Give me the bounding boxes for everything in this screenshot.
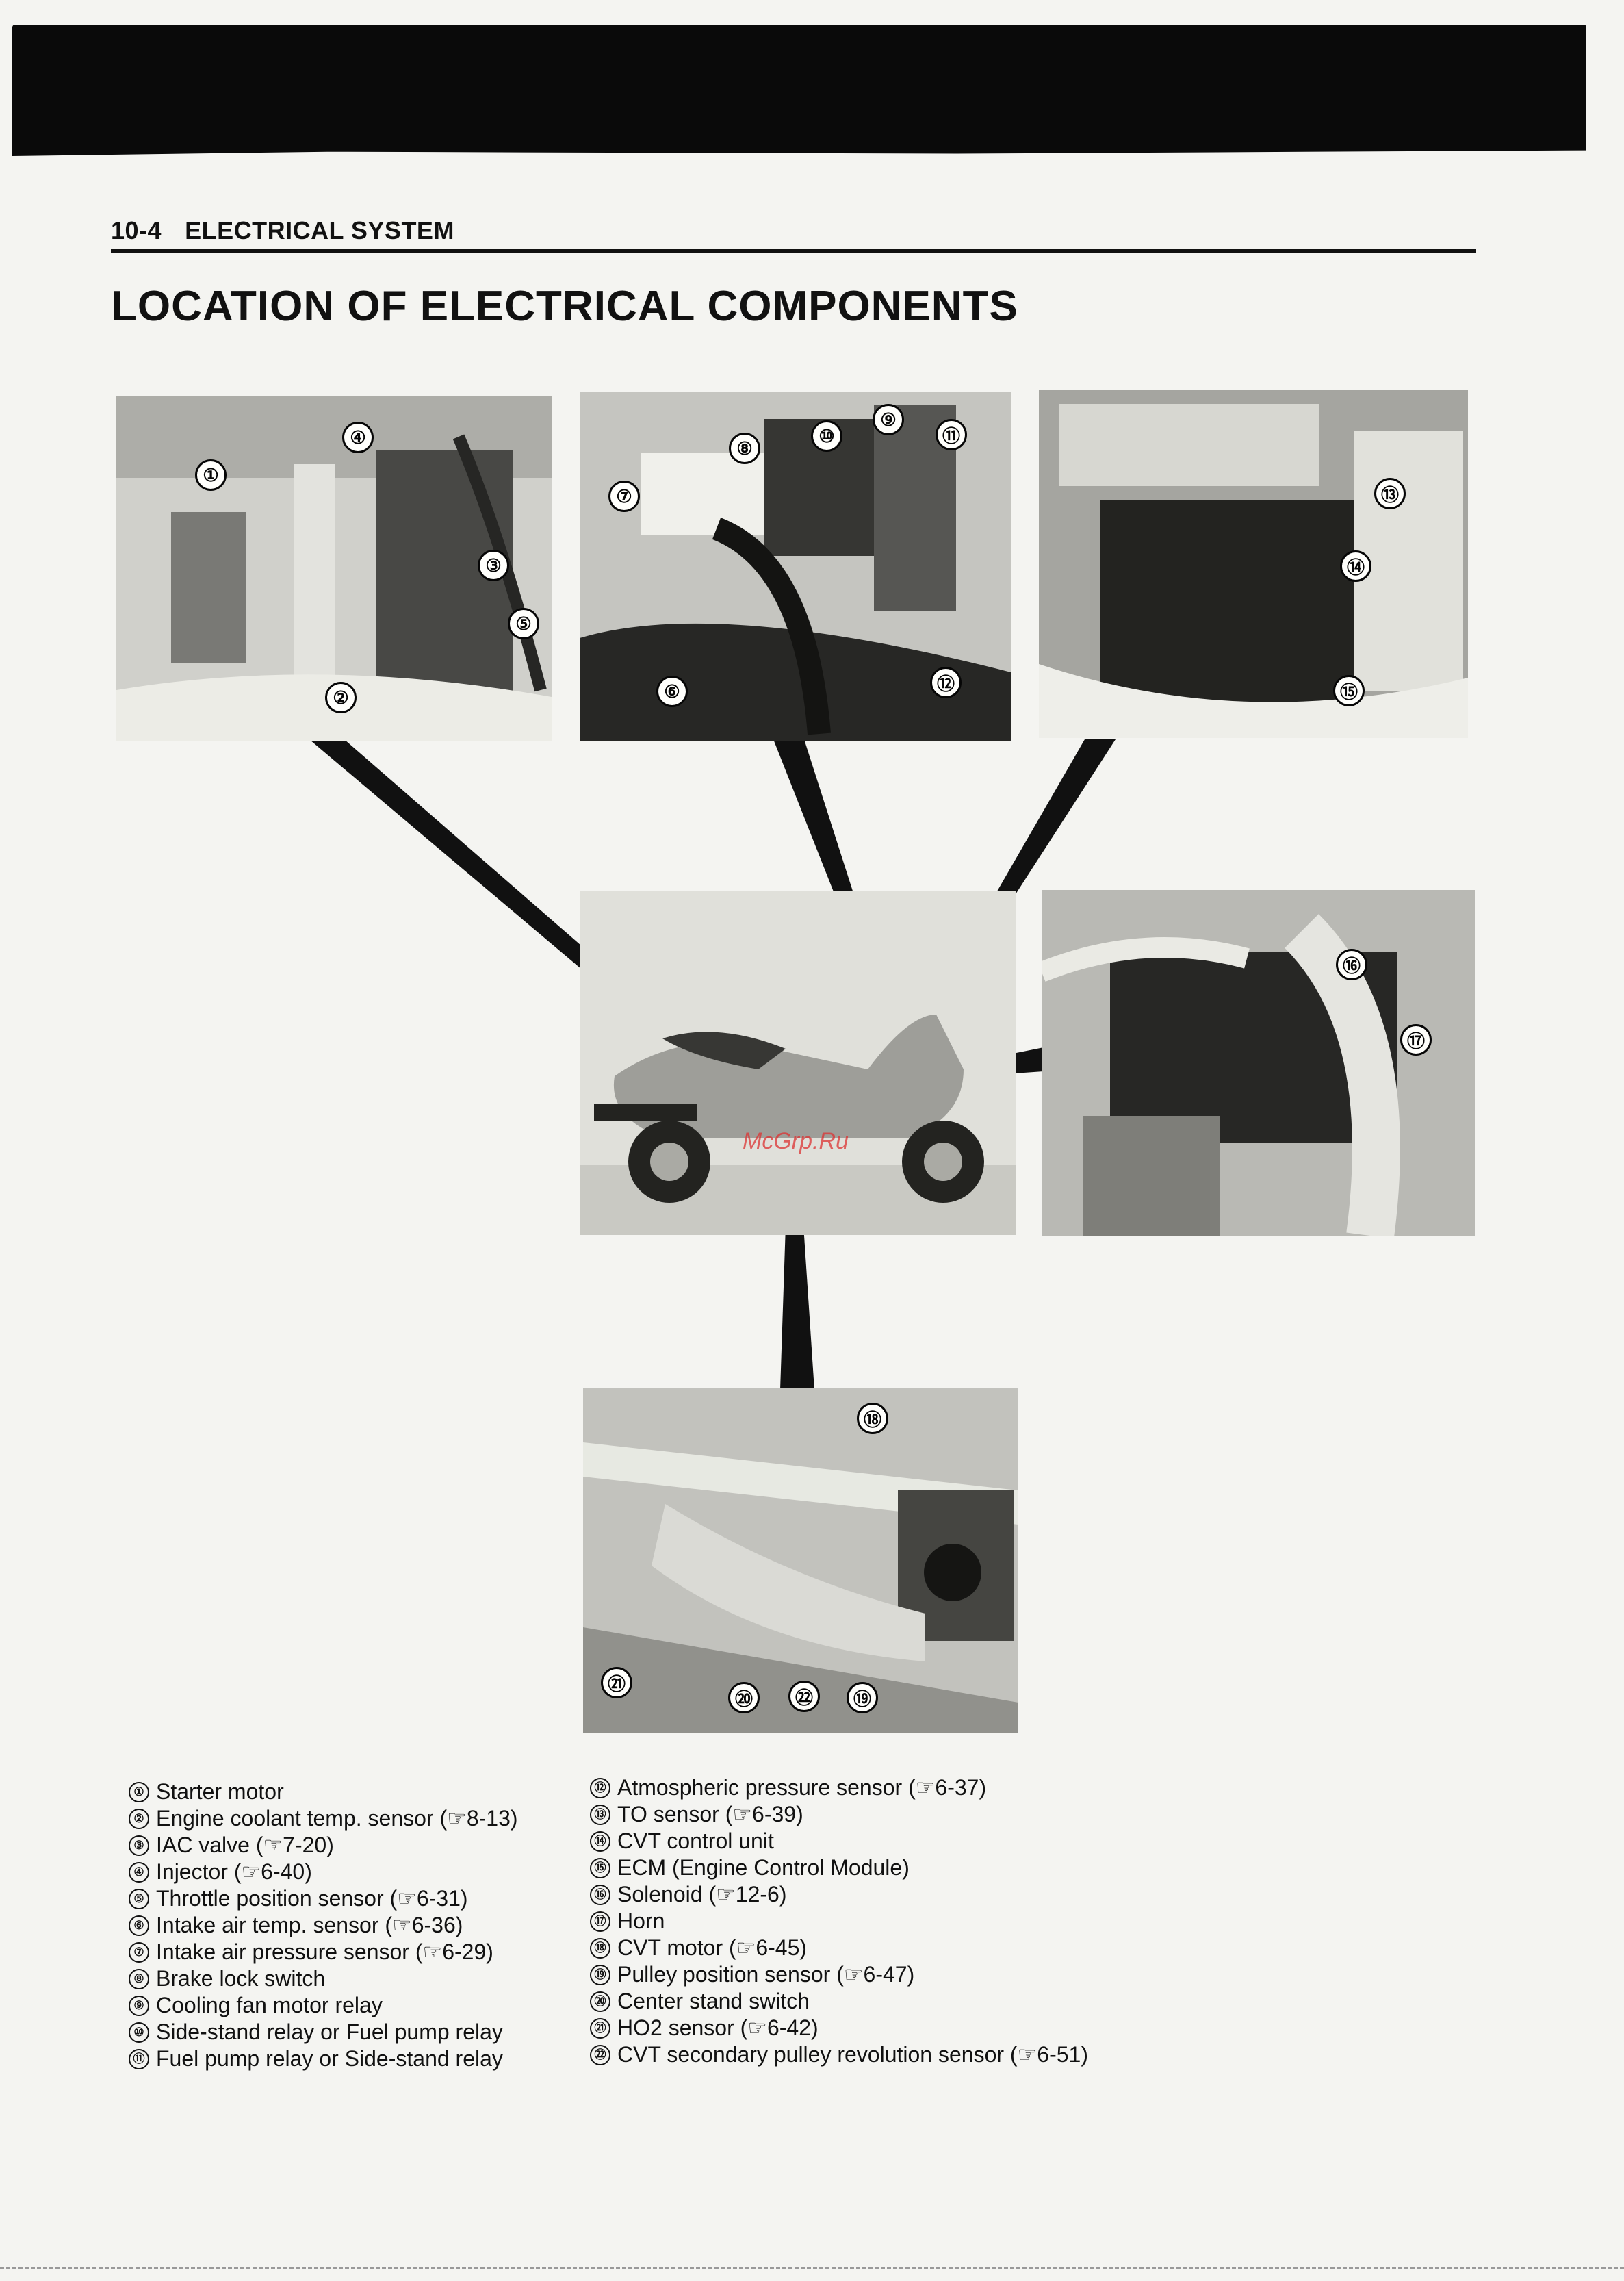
photo-horn-solenoid: ⑯ ⑰ <box>1042 890 1475 1236</box>
header-band <box>12 25 1586 149</box>
callout-5: ⑤ <box>508 608 539 639</box>
callout-15: ⑮ <box>1333 675 1365 706</box>
photo-starter-area: ① ② ③ ④ ⑤ <box>116 396 552 741</box>
callout-6: ⑥ <box>656 676 688 707</box>
page-number: 10-4 <box>111 216 162 244</box>
watermark: McGrp.Ru <box>743 1128 849 1154</box>
callout-19: ⑲ <box>847 1682 878 1713</box>
photo-scooter <box>580 891 1016 1235</box>
page-title: LOCATION OF ELECTRICAL COMPONENTS <box>111 283 1018 330</box>
callout-9: ⑨ <box>873 404 904 435</box>
callout-20: ⑳ <box>728 1682 760 1713</box>
callout-1: ① <box>195 459 227 491</box>
callout-4: ④ <box>342 422 374 453</box>
callout-17: ⑰ <box>1400 1024 1432 1056</box>
callout-10: ⑩ <box>811 420 842 452</box>
photo-ecm: ⑬ ⑭ ⑮ <box>1039 390 1468 738</box>
callout-22: ㉒ <box>788 1681 820 1712</box>
callout-2: ② <box>325 682 357 713</box>
callout-8: ⑧ <box>729 433 760 464</box>
callout-3: ③ <box>478 550 509 581</box>
running-head: 10-4 ELECTRICAL SYSTEM <box>111 216 1476 253</box>
callout-7: ⑦ <box>608 481 640 512</box>
callout-18: ⑱ <box>857 1403 888 1434</box>
callout-12: ⑫ <box>930 667 962 698</box>
callout-13: ⑬ <box>1374 478 1406 509</box>
photo-cvt-area: ⑱ ⑲ ⑳ ㉑ ㉒ <box>583 1388 1018 1733</box>
callout-16: ⑯ <box>1336 949 1367 980</box>
callout-14: ⑭ <box>1340 550 1371 582</box>
callout-21: ㉑ <box>601 1667 632 1698</box>
page-bottom-edge <box>0 2267 1624 2273</box>
section-title: ELECTRICAL SYSTEM <box>185 216 454 244</box>
callout-11: ⑪ <box>936 419 967 450</box>
photo-front-relays: ⑥ ⑦ ⑧ ⑨ ⑩ ⑪ ⑫ <box>580 392 1011 741</box>
